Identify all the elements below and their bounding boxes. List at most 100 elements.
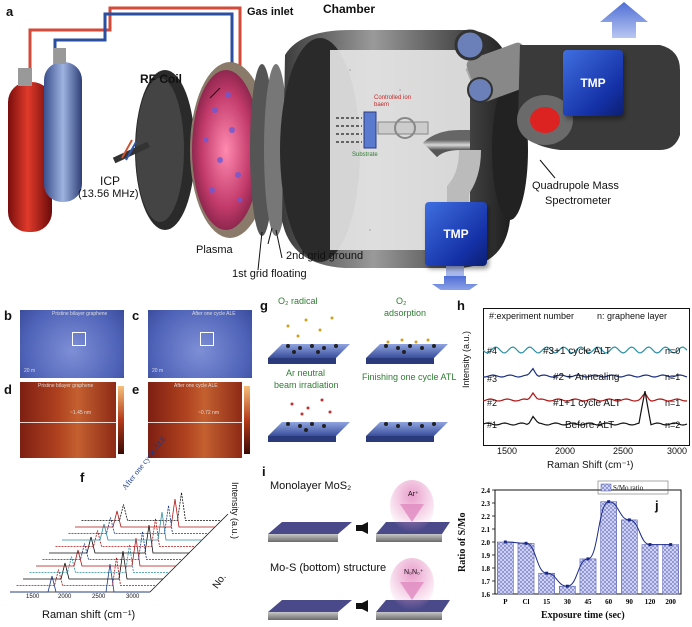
panel-j-letter: j [655,498,659,513]
panel-f-ylabel: Intensity (a.u.) [230,482,240,540]
waterfall-trace [81,492,222,521]
panel-f-letter: f [80,470,85,485]
slab-4 [366,422,448,442]
qms-label-line2: Spectrometer [545,195,612,207]
pipe-bottom [422,130,470,158]
waterfall-trace [16,557,157,586]
panel-d: d Pristine bilayer graphene ~1.45 nm [0,380,128,462]
legend-swatch [600,483,612,492]
gas-line-red [28,6,242,90]
panel-c: c After one cycle ALE 20 m [130,308,252,380]
trace-3-id: #3 [487,374,498,384]
raman-spectra-plot [483,346,688,426]
x-tick-label: 30 [564,598,572,606]
panel-e-letter: e [132,382,140,397]
panel-h: h #:experiment number n: graphene layer … [455,296,692,476]
data-point [545,571,549,575]
chamber-illustration [8,2,680,290]
bar [600,501,617,595]
panel-d-title: Pristine bilayer graphene [38,383,94,389]
data-point [524,541,528,545]
mos-bottom-label: Mo-S (bottom) structure [270,562,387,574]
trace-3-n: n=1 [665,372,681,382]
data-point [648,543,652,547]
panel-d-letter: d [4,382,12,397]
icp-label: ICP [100,174,121,188]
afm-image-d: Pristine bilayer graphene ~1.45 nm [20,382,116,458]
o2-radical-label: O₂ radical [278,296,318,306]
panel-h-ylabel: Intensity (a.u.) [461,330,471,388]
trace-4-label: #3+1 cycle ALT [543,346,611,357]
trace-3-label: #2 + Annealing [553,372,620,383]
gas-line-blue [53,12,234,90]
colorbar-d [118,386,124,454]
step-edge [148,422,242,423]
panel-h-xtick: 1500 [497,446,518,456]
panel-a-letter: a [6,4,14,19]
waterfall-trace [49,524,189,554]
raman-trace [483,391,688,402]
panel-b-letter: b [4,308,12,323]
y-tick-label: 2.3 [481,500,490,508]
trace-2-label: #1+1 cycle ALT [553,398,621,409]
panel-h-legend-right: n: graphene layer [597,311,668,321]
bar [497,541,514,595]
ar-beam-label-1: Ar neutral [286,368,326,378]
panel-h-xlabel: Raman Shift (cm⁻¹) [547,460,634,471]
panel-c-title: After one cycle ALE [192,311,236,317]
y-tick-label: 2.0 [481,539,490,547]
x-tick-label: 90 [626,598,634,606]
gas-cylinder-red [8,82,52,232]
exhaust-arrow-down [432,276,478,290]
panel-f-xlabel: Raman shift (cm⁻¹) [42,609,136,621]
ar-ion-label: Ar⁺ [408,491,419,498]
x-tick-label: 15 [543,598,551,606]
panel-c-scale: 20 m [152,368,164,374]
exhaust-arrow-up [600,2,648,38]
x-tick-label: 200 [665,598,676,606]
raman-trace [483,390,688,426]
grid-2 [264,64,288,236]
panel-h-xtick: 2500 [613,446,634,456]
waterfall-trace [42,531,183,560]
panel-g-letter: g [260,298,268,313]
monolayer-label: Monolayer MoS₂ [270,480,352,492]
rf-coil-label: RF Coil [140,72,182,86]
trace-1-id: #1 [487,420,498,430]
ale-process-illustration [268,316,448,442]
bar [517,543,535,595]
panel-i-letter: i [262,464,266,479]
panel-b-title: Pristine bilayer graphene [52,311,108,317]
panel-f-xtick: 3000 [126,594,140,600]
trace-2-id: #2 [487,398,498,408]
bar [538,572,555,595]
substrate-label: Substrate [352,152,378,158]
gas-cylinder-blue [44,62,82,202]
panel-f-xtick: 1500 [26,594,40,600]
trace-1-n: n=2 [665,420,681,430]
panel-f-xtick: 2000 [58,594,72,600]
x-tick-label: 60 [605,598,613,606]
red-ring [530,107,560,133]
y-tick-label: 2.4 [481,487,490,495]
trace-4-n: n=0 [665,346,681,356]
slab-3 [268,398,350,442]
panel-h-xtick: 3000 [667,446,688,456]
panel-c-letter: c [132,308,140,323]
x-tick-label: P [503,598,508,606]
waterfall-trace [62,511,202,541]
controlled-ion-beam-label: Controlled ion baem [374,95,412,108]
substrate-holder [363,111,377,149]
mos2-slab-3 [268,600,352,620]
y-tick-label: 1.8 [481,565,490,573]
bar [662,544,679,595]
waterfall-trace [75,498,215,528]
panel-h-legend-left: #:experiment number [489,311,575,321]
o2-adsorption-label-2: adsorption [384,308,427,318]
waterfall-trace [68,505,209,534]
x-tick-label: 120 [645,598,656,606]
ar-beam-label-2: beam irradiation [274,380,339,390]
n-ion-label: N₀N₀⁺ [404,569,424,576]
panel-j-xlabel: Exposure time (sec) [541,610,625,621]
chamber-label: Chamber [323,2,376,16]
